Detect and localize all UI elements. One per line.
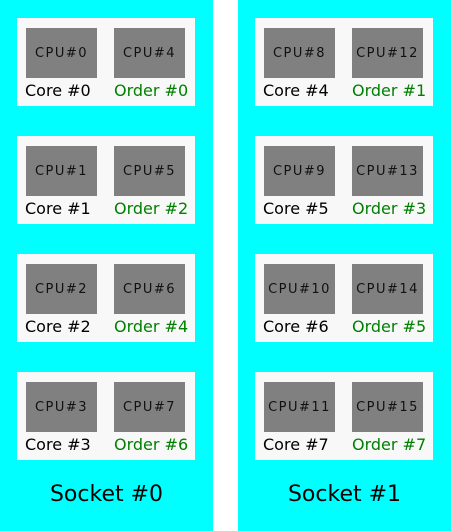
core-box: CPU#3 CPU#7 Core #3 Order #6	[17, 372, 195, 460]
cpu-box: CPU#12	[352, 28, 423, 78]
cpu-box: CPU#1	[26, 146, 97, 196]
core-box: CPU#10 CPU#14 Core #6 Order #5	[255, 254, 433, 342]
cpu-box: CPU#14	[352, 264, 423, 314]
order-label: Order #4	[114, 317, 189, 336]
core-label: Core #0	[25, 81, 91, 100]
cpu-box: CPU#7	[114, 382, 185, 432]
socket-label: Socket #1	[287, 482, 402, 507]
cpu-box: CPU#10	[264, 264, 335, 314]
core-label: Core #4	[263, 81, 329, 100]
socket-1: CPU#8 CPU#12 Core #4 Order #1 CPU#9 CPU#…	[238, 0, 451, 531]
order-label: Order #0	[114, 81, 189, 100]
cpu-box: CPU#8	[264, 28, 335, 78]
cpu-box: CPU#4	[114, 28, 185, 78]
cpu-box: CPU#15	[352, 382, 423, 432]
order-label: Order #1	[352, 81, 427, 100]
core-label: Core #2	[25, 317, 91, 336]
core-box: CPU#9 CPU#13 Core #5 Order #3	[255, 136, 433, 224]
core-label: Core #3	[25, 435, 91, 454]
cpu-box: CPU#11	[264, 382, 335, 432]
order-label: Order #7	[352, 435, 427, 454]
cpu-box: CPU#3	[26, 382, 97, 432]
order-label: Order #3	[352, 199, 427, 218]
core-box: CPU#0 CPU#4 Core #0 Order #0	[17, 18, 195, 106]
core-box: CPU#8 CPU#12 Core #4 Order #1	[255, 18, 433, 106]
cpu-box: CPU#2	[26, 264, 97, 314]
order-label: Order #6	[114, 435, 189, 454]
cpu-box: CPU#0	[26, 28, 97, 78]
order-label: Order #5	[352, 317, 427, 336]
core-label: Core #7	[263, 435, 329, 454]
cpu-box: CPU#13	[352, 146, 423, 196]
order-label: Order #2	[114, 199, 189, 218]
core-label: Core #6	[263, 317, 329, 336]
socket-label: Socket #0	[49, 482, 164, 507]
core-label: Core #1	[25, 199, 91, 218]
cpu-box: CPU#9	[264, 146, 335, 196]
socket-0: CPU#0 CPU#4 Core #0 Order #0 CPU#1 CPU#5…	[0, 0, 213, 531]
cpu-box: CPU#5	[114, 146, 185, 196]
cpu-box: CPU#6	[114, 264, 185, 314]
core-box: CPU#2 CPU#6 Core #2 Order #4	[17, 254, 195, 342]
core-label: Core #5	[263, 199, 329, 218]
core-box: CPU#11 CPU#15 Core #7 Order #7	[255, 372, 433, 460]
core-box: CPU#1 CPU#5 Core #1 Order #2	[17, 136, 195, 224]
